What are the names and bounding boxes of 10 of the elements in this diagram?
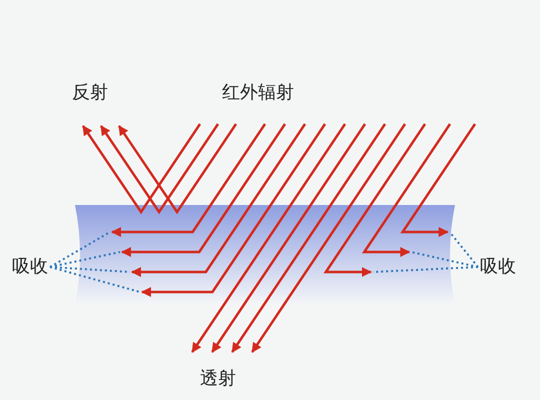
leader-line bbox=[50, 251, 120, 268]
text-label: 反射 bbox=[72, 82, 108, 104]
leader-line bbox=[50, 231, 110, 268]
leader-line bbox=[448, 231, 479, 268]
text-label: 红外辐射 bbox=[222, 82, 294, 104]
text-label: 吸收 bbox=[12, 256, 48, 278]
leader-line bbox=[411, 251, 478, 268]
leader-line bbox=[50, 266, 140, 293]
text-label: 透射 bbox=[200, 368, 236, 390]
text-label: 吸收 bbox=[480, 256, 516, 278]
